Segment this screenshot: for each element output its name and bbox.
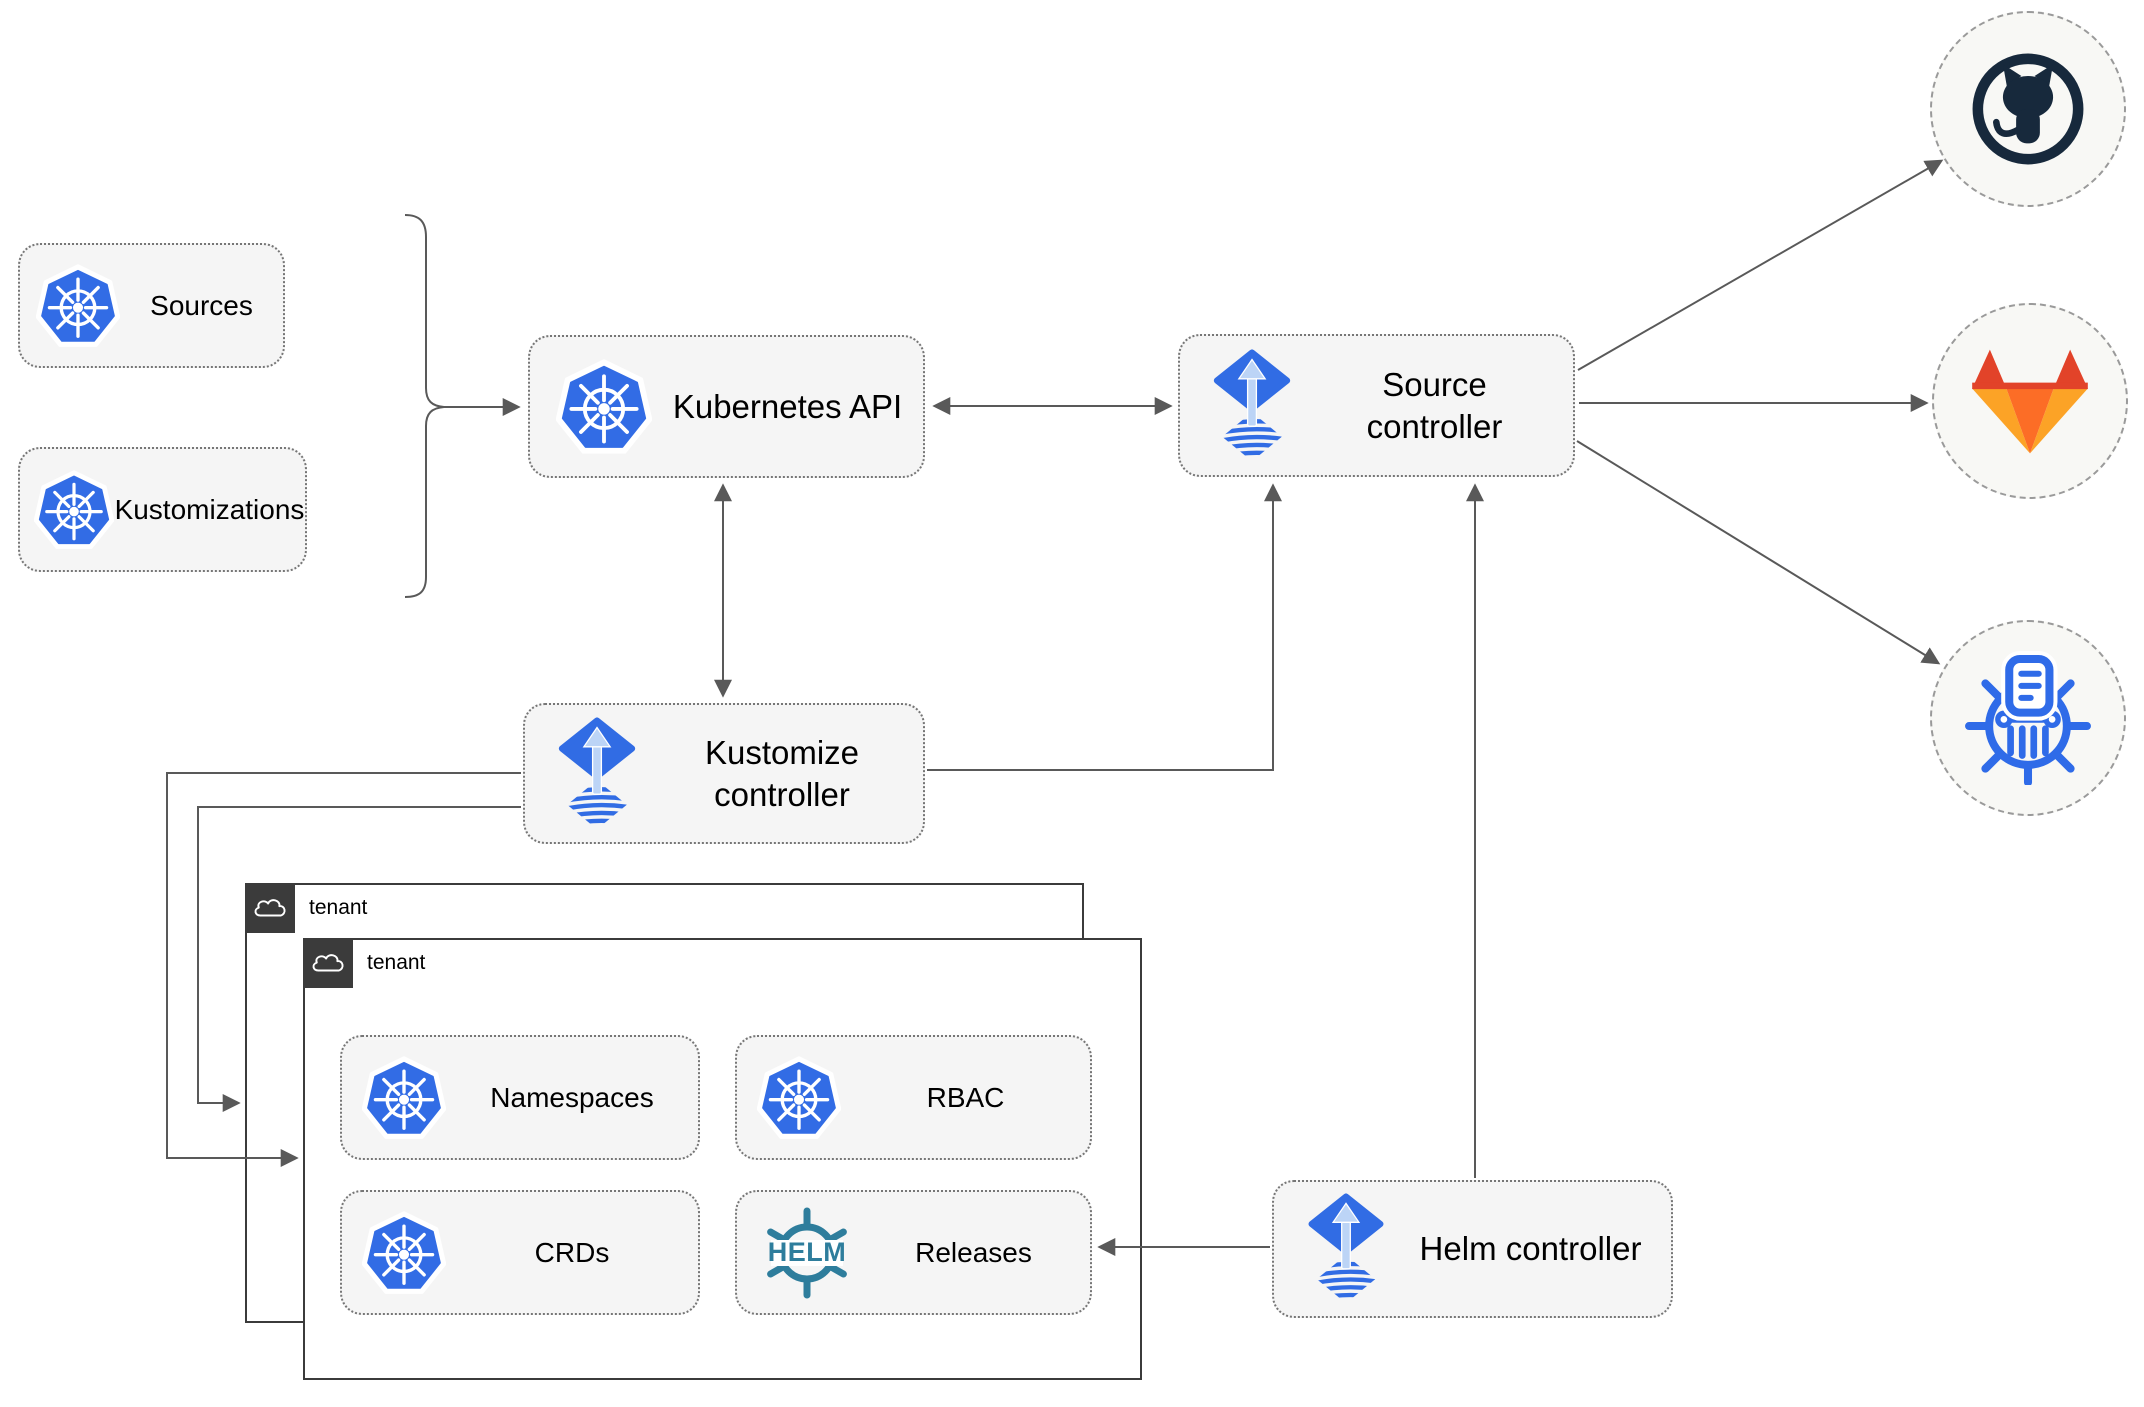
helm-controller-label: Helm controller <box>1419 1230 1642 1268</box>
namespaces-node: Namespaces <box>340 1035 700 1160</box>
source-to-registry-arrow <box>1576 440 1941 665</box>
sources-label: Sources <box>150 290 253 321</box>
flux-icon <box>553 717 641 831</box>
releases-node: HELM Releases <box>735 1190 1092 1315</box>
kubernetes-api-label: Kubernetes API <box>672 387 903 425</box>
tenant-back-header <box>245 883 295 933</box>
source-to-github-arrow <box>1577 159 1944 371</box>
rbac-node: RBAC <box>735 1035 1092 1160</box>
kubernetes-icon <box>362 1209 446 1297</box>
sources-node: Sources <box>18 243 285 368</box>
helm-controller-node: Helm controller <box>1272 1180 1673 1318</box>
namespaces-label: Namespaces <box>490 1082 654 1113</box>
cloud-icon <box>310 950 346 976</box>
registry-icon <box>1961 651 2095 785</box>
helm-logo-text: HELM <box>767 1237 847 1267</box>
rbac-label: RBAC <box>926 1082 1005 1113</box>
kustomize-controller-label: Kustomize controller <box>704 734 860 813</box>
brace-connector <box>404 214 445 598</box>
kubernetes-icon <box>362 1054 446 1142</box>
tenant-back-label: tenant <box>309 896 368 919</box>
gitlab-icon <box>1971 347 2089 456</box>
kustomizations-node: Kustomizations <box>18 447 307 572</box>
source-controller-label: Source controller <box>1366 366 1503 445</box>
helm-icon: HELM <box>757 1203 857 1303</box>
kubernetes-icon <box>34 468 114 552</box>
kubernetes-icon <box>556 357 652 457</box>
kustomize-controller-node: Kustomize controller <box>523 703 925 844</box>
tenant-front-header <box>303 938 353 988</box>
kustomizations-label: Kustomizations <box>114 494 305 525</box>
flux-icon <box>1302 1193 1390 1305</box>
kubernetes-icon <box>757 1054 841 1142</box>
github-provider <box>1930 11 2126 207</box>
kustomize-to-source-arrow <box>927 483 1282 771</box>
crds-label: CRDs <box>534 1237 610 1268</box>
source-controller-node: Source controller <box>1178 334 1575 477</box>
releases-label: Releases <box>915 1237 1032 1268</box>
gitlab-provider <box>1932 303 2128 499</box>
registry-provider <box>1930 620 2126 816</box>
tenant-front-label: tenant <box>367 951 426 974</box>
kubernetes-api-node: Kubernetes API <box>528 335 925 478</box>
kubernetes-icon <box>36 262 120 350</box>
crds-node: CRDs <box>340 1190 700 1315</box>
github-icon <box>1962 43 2094 175</box>
cloud-icon <box>252 895 288 921</box>
flux-icon <box>1208 349 1296 463</box>
